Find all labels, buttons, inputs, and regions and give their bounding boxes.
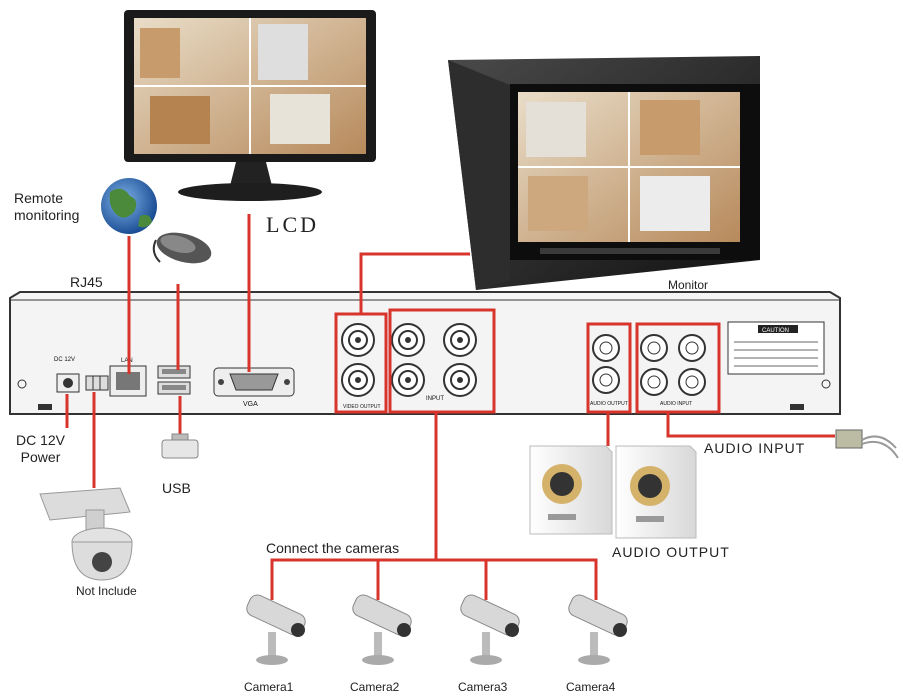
dc-power-line1: DC 12V	[16, 432, 66, 448]
camera-2-label: Camera2	[350, 680, 400, 694]
video-output-panel-label: VIDEO OUTPUT	[343, 404, 381, 410]
video-input-panel-label: INPUT	[426, 396, 444, 402]
remote-monitoring-label: Remote monitoring	[14, 190, 79, 224]
lan-panel-label: LAN	[121, 358, 133, 364]
speaker-right	[615, 445, 697, 539]
video-input-bnc: INPUT	[391, 323, 477, 402]
connection-lines	[65, 214, 835, 600]
crt-monitor	[448, 56, 760, 290]
caution-label: CAUTION	[762, 328, 789, 334]
dc-power-jack: DC 12V	[54, 357, 80, 393]
dc-power-line2: Power	[20, 449, 61, 465]
audio-output-panel-label: AUDIO OUTPUT	[590, 401, 628, 407]
audio-output-rca: AUDIO OUTPUT	[590, 334, 628, 407]
remote-monitoring-line2: monitoring	[14, 207, 80, 223]
audio-input-panel-label: AUDIO INPUT	[660, 401, 692, 407]
camera-1-label: Camera1	[244, 680, 294, 694]
speaker-left	[529, 445, 613, 535]
video-output-bnc: VIDEO OUTPUT	[341, 323, 381, 410]
caution-sticker: CAUTION	[727, 321, 825, 375]
dc-power-label: DC 12V Power	[16, 432, 65, 466]
audio-input-rca: AUDIO INPUT	[640, 334, 706, 407]
rj45-label: RJ45	[70, 274, 103, 290]
vga-panel-label: VGA	[243, 401, 258, 408]
camera-1	[246, 594, 306, 665]
not-include-label: Not Include	[76, 584, 137, 598]
audio-input-label: AUDIO INPUT	[704, 440, 806, 456]
camera-3	[460, 594, 520, 665]
lcd-label: LCD	[266, 212, 319, 237]
monitor-label: Monitor	[668, 278, 709, 292]
usb-ports	[157, 365, 191, 395]
audio-output-label: AUDIO OUTPUT	[612, 544, 730, 560]
remote-monitoring-line1: Remote	[14, 190, 64, 206]
lcd-monitor	[124, 10, 376, 201]
vga-port: VGA	[213, 367, 295, 408]
rs485-terminal	[85, 375, 109, 391]
dc-panel-label: DC 12V	[54, 357, 75, 363]
microphone-icon	[835, 429, 899, 459]
mouse-icon	[152, 232, 212, 264]
connect-cameras-label: Connect the cameras	[266, 540, 400, 556]
usb-label: USB	[162, 480, 191, 496]
usb-stick-icon	[161, 433, 199, 459]
camera-4	[568, 594, 628, 665]
globe-icon	[101, 178, 157, 234]
camera-3-label: Camera3	[458, 680, 508, 694]
camera-2	[352, 594, 412, 665]
camera-4-label: Camera4	[566, 680, 616, 694]
ptz-dome-camera	[39, 487, 133, 581]
